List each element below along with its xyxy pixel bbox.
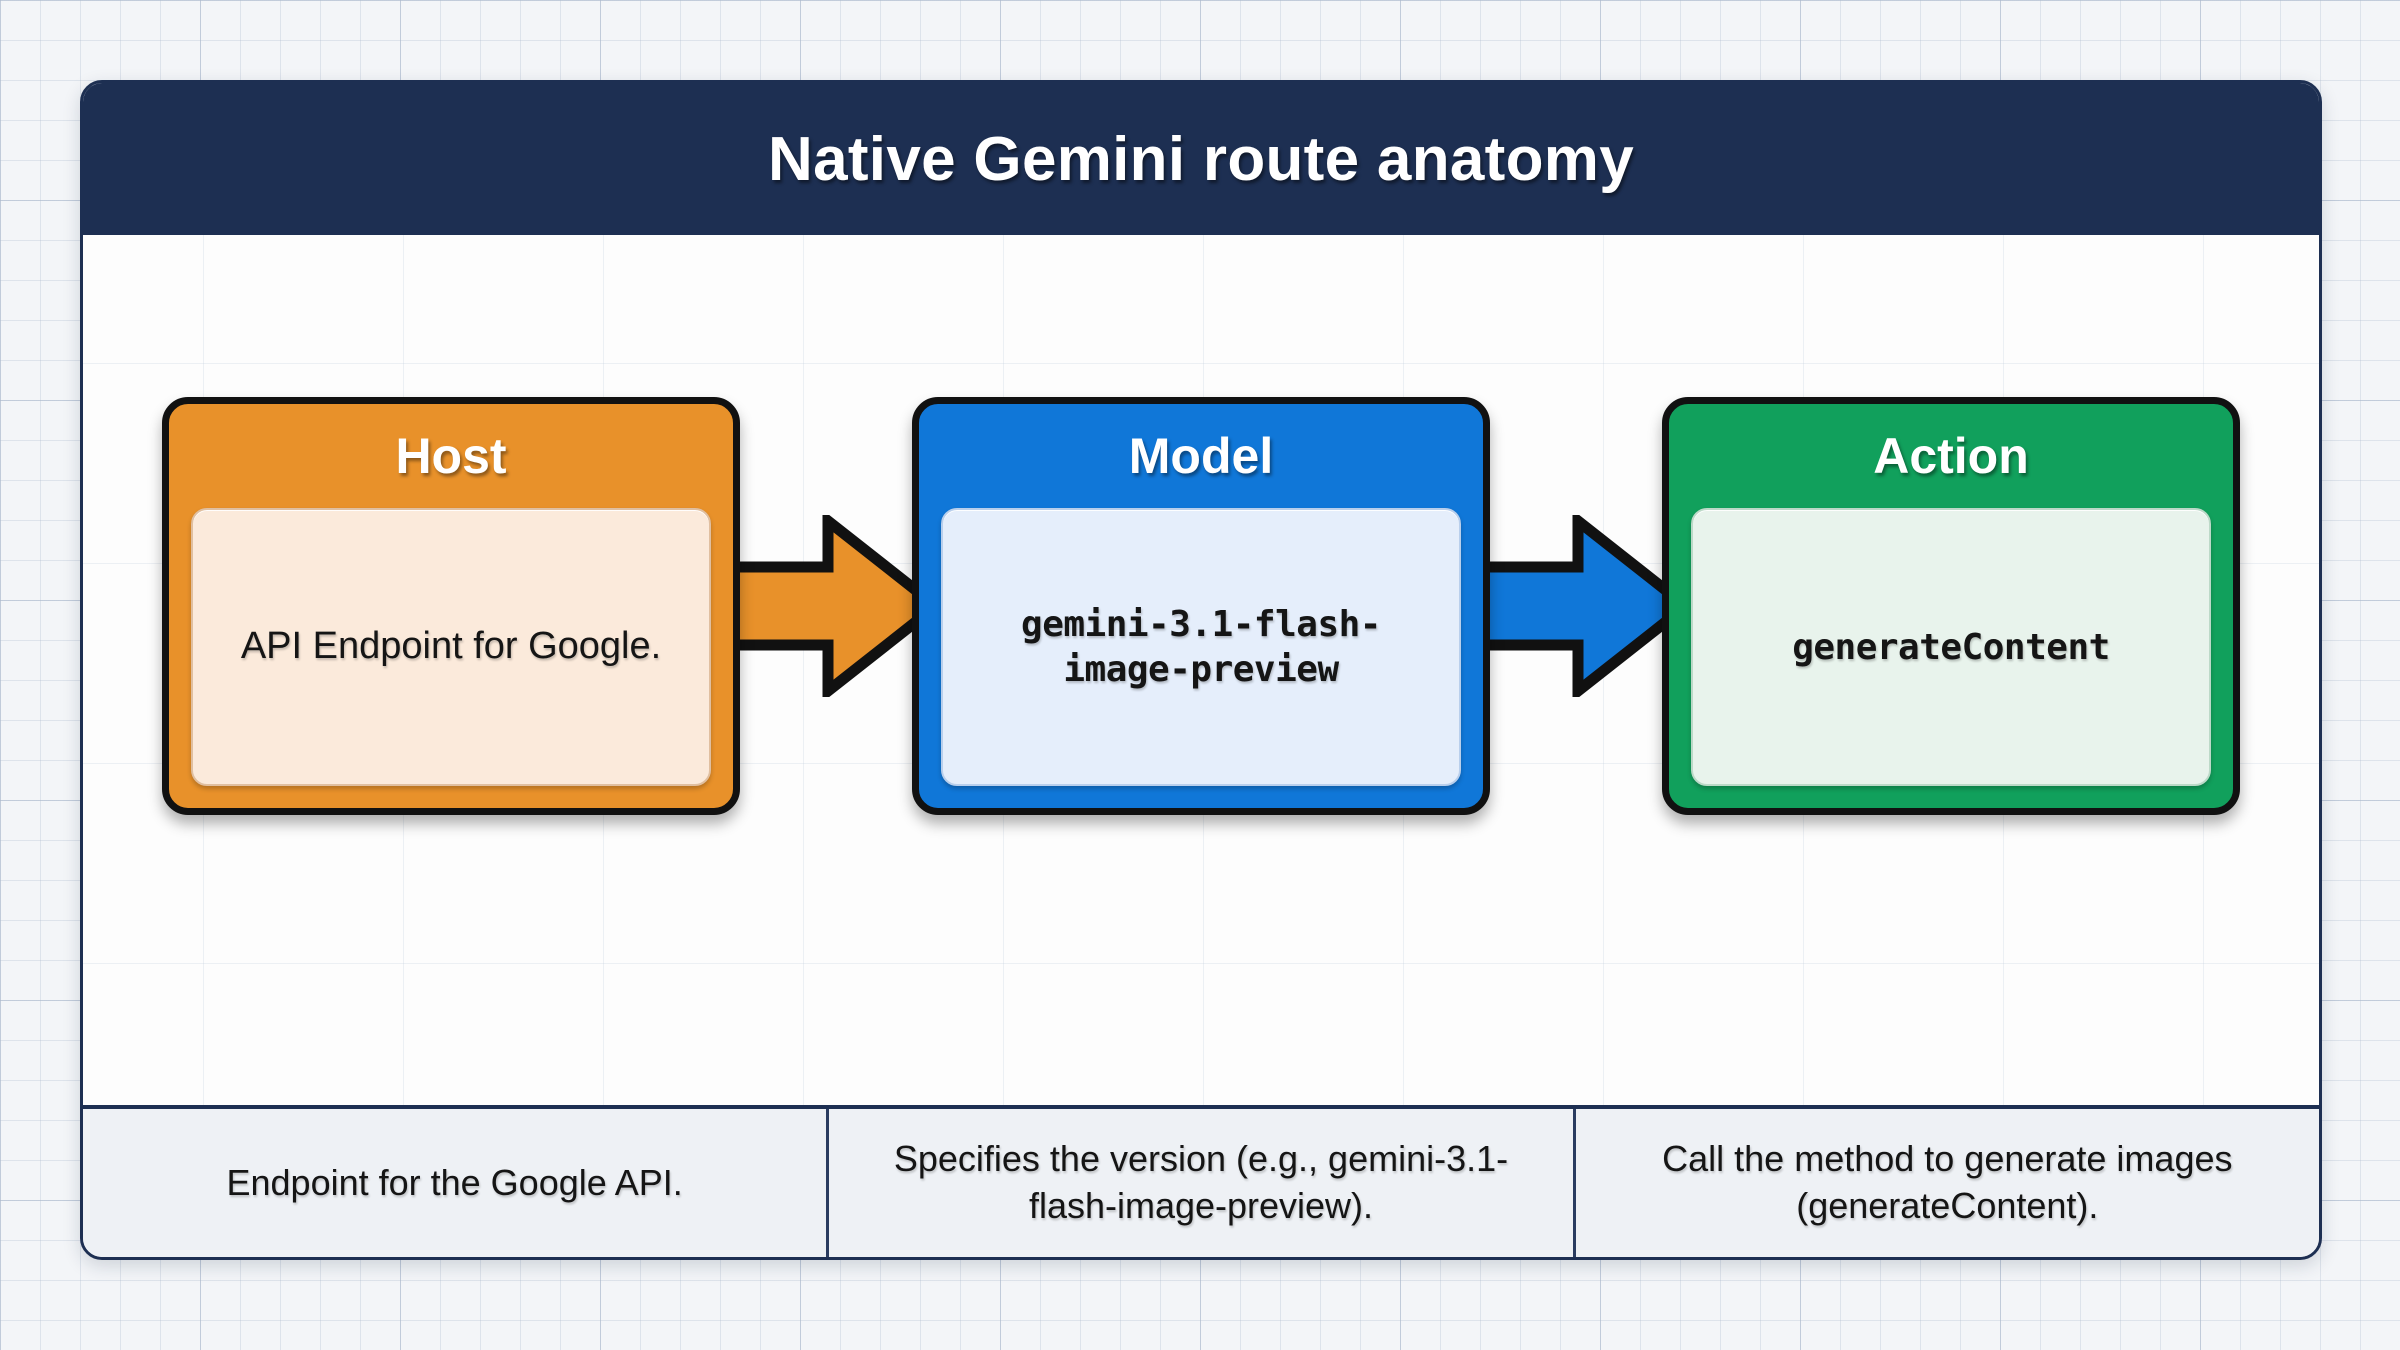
- caption-model: Specifies the version (e.g., gemini-3.1-…: [893, 1138, 1509, 1226]
- arrow-model-to-action: [1460, 397, 1692, 815]
- page-title: Native Gemini route anatomy: [768, 124, 1634, 194]
- card-header: Native Gemini route anatomy: [83, 83, 2319, 235]
- stage-action-title: Action: [1873, 428, 2029, 484]
- stage-model-title: Model: [1128, 428, 1274, 484]
- stage-action-detail: generateContent: [1792, 626, 2110, 668]
- arrow-host-to-model: [710, 397, 942, 815]
- stage-host-detail: API Endpoint for Google.: [240, 625, 662, 668]
- diagram-canvas: Host API Endpoint for Google. Model gemi…: [83, 235, 2319, 1105]
- stage-action-panel: generateContent: [1691, 508, 2211, 786]
- stage-action[interactable]: Action generateContent: [1662, 397, 2240, 815]
- stage-host[interactable]: Host API Endpoint for Google.: [162, 397, 740, 815]
- stage-model[interactable]: Model gemini-3.1-flash-image-preview: [912, 397, 1490, 815]
- diagram-card: Native Gemini route anatomy Host API End…: [80, 80, 2322, 1260]
- caption-cell-host: Endpoint for the Google API.: [83, 1109, 830, 1257]
- stage-model-panel: gemini-3.1-flash-image-preview: [941, 508, 1461, 786]
- caption-row: Endpoint for the Google API. Specifies t…: [83, 1105, 2319, 1257]
- stage-host-panel: API Endpoint for Google.: [191, 508, 711, 786]
- flow-row: Host API Endpoint for Google. Model gemi…: [83, 397, 2319, 817]
- stage-host-title: Host: [395, 428, 507, 484]
- stage-model-detail: gemini-3.1-flash-image-preview: [1021, 604, 1381, 690]
- caption-cell-model: Specifies the version (e.g., gemini-3.1-…: [829, 1109, 1576, 1257]
- caption-action: Call the method to generate images (gene…: [1662, 1138, 2233, 1226]
- caption-host: Endpoint for the Google API.: [226, 1161, 683, 1203]
- caption-cell-action: Call the method to generate images (gene…: [1576, 1109, 2319, 1257]
